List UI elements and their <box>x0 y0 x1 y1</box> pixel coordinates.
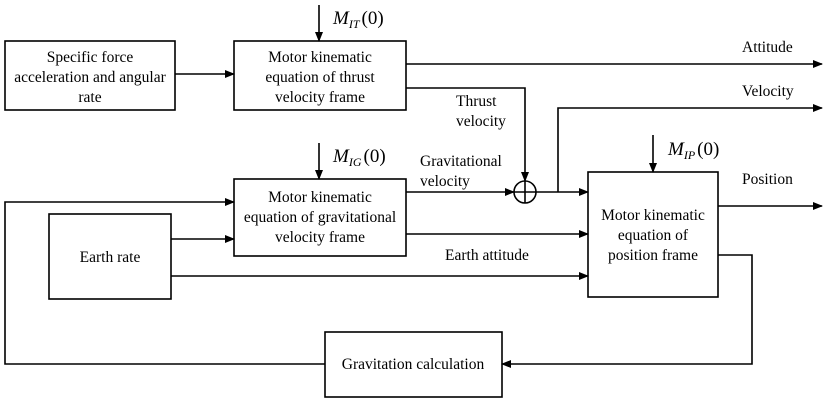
gravitational-frame-block: Motor kinematic equation of gravitationa… <box>233 178 407 257</box>
summing-junction <box>513 180 537 204</box>
gravitational-frame-line-1: Motor kinematic <box>268 189 372 206</box>
gravitation-to-gravitational-feedback <box>4 198 325 365</box>
position-frame-block: Motor kinematic equation of position fra… <box>587 171 719 298</box>
thrust-frame-block: Motor kinematic equation of thrust veloc… <box>233 40 407 111</box>
thrust-velocity-line-1: Thrust <box>456 93 497 110</box>
gravitational-frame-line-3: velocity frame <box>275 229 365 246</box>
position-to-gravitation-feedback <box>501 254 753 368</box>
thrust-initial-condition: MIT(0) <box>315 5 384 42</box>
specific-force-line-1: Specific force <box>47 49 134 66</box>
position-frame-line-1: Motor kinematic <box>601 207 705 224</box>
thrust-frame-line-3: velocity frame <box>275 89 365 106</box>
specific-force-line-2: acceleration and angular <box>14 69 166 86</box>
gravitation-calc-block: Gravitation calculation <box>324 331 503 398</box>
gravitational-velocity-line-2: velocity <box>420 173 470 190</box>
attitude-label: Attitude <box>742 39 793 56</box>
gravitational-initial-condition: MIG(0) <box>315 143 386 180</box>
gravitational-velocity-line-1: Gravitational <box>420 153 502 170</box>
position-initial-condition: MIP(0) <box>649 135 719 173</box>
thrust-ic-label: MIT(0) <box>332 8 384 31</box>
thrust-velocity-arrow <box>406 87 529 182</box>
gravitation-calc-label: Gravitation calculation <box>342 356 485 373</box>
specific-force-line-3: rate <box>78 89 101 106</box>
position-ic-label: MIP(0) <box>667 139 719 162</box>
velocity-output-arrow <box>557 104 823 192</box>
earth-rate-label: Earth rate <box>80 249 141 266</box>
earth-rate-block: Earth rate <box>48 213 172 300</box>
thrust-frame-line-1: Motor kinematic <box>268 49 372 66</box>
position-frame-line-3: position frame <box>608 247 698 264</box>
gravitational-ic-label: MIG(0) <box>332 146 386 169</box>
thrust-frame-line-2: equation of thrust <box>265 69 375 86</box>
thrust-velocity-line-2: velocity <box>456 113 506 130</box>
position-frame-line-2: equation of <box>618 227 689 244</box>
velocity-label: Velocity <box>742 83 794 100</box>
position-label: Position <box>742 171 793 188</box>
earth-attitude-label: Earth attitude <box>445 247 529 264</box>
specific-force-block: Specific force acceleration and angular … <box>4 40 176 111</box>
gravitational-frame-line-2: equation of gravitational <box>244 209 396 226</box>
